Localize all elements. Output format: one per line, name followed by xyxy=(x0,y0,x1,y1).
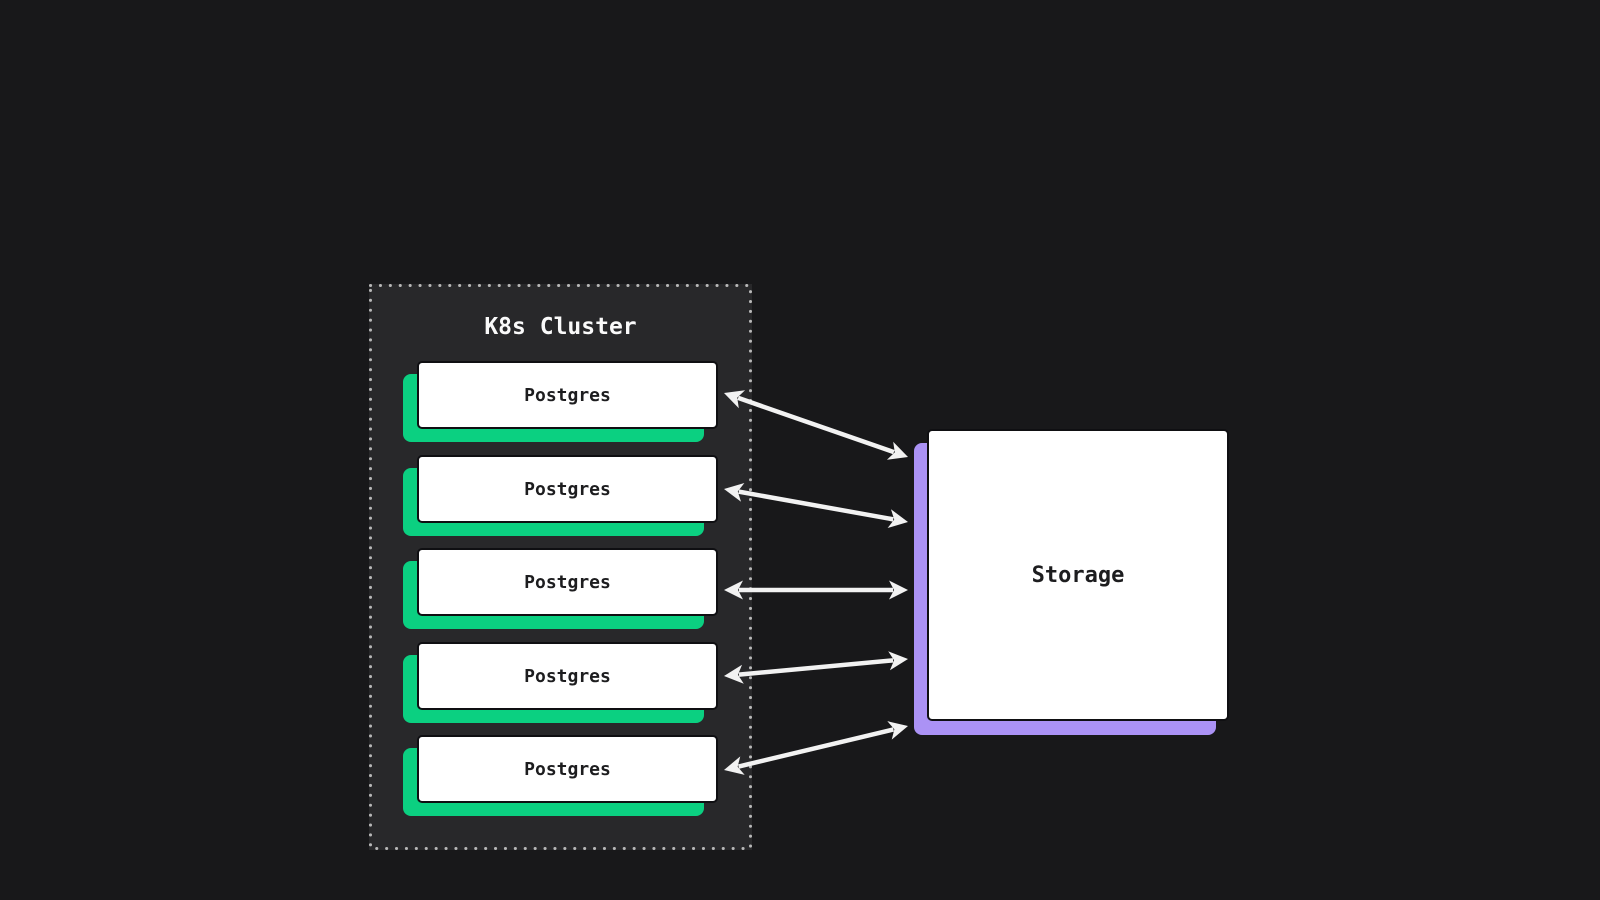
postgres-label: Postgres xyxy=(524,758,611,780)
postgres-node: Postgres xyxy=(403,548,718,629)
postgres-box: Postgres xyxy=(417,548,718,616)
postgres-label: Postgres xyxy=(524,665,611,687)
postgres-node: Postgres xyxy=(403,735,718,816)
cluster-dotted-border xyxy=(369,284,752,850)
cluster-title: K8s Cluster xyxy=(484,314,637,340)
k8s-cluster-container: K8s Cluster Postgres Postgres Postgres P… xyxy=(369,284,752,850)
postgres-node: Postgres xyxy=(403,361,718,442)
postgres-label: Postgres xyxy=(524,478,611,500)
storage-box: Storage xyxy=(927,429,1229,721)
storage-node: Storage xyxy=(914,429,1231,735)
storage-label: Storage xyxy=(1031,562,1125,588)
postgres-label: Postgres xyxy=(524,384,611,406)
postgres-label: Postgres xyxy=(524,571,611,593)
postgres-box: Postgres xyxy=(417,642,718,710)
postgres-node: Postgres xyxy=(403,455,718,536)
postgres-box: Postgres xyxy=(417,455,718,523)
postgres-box: Postgres xyxy=(417,735,718,803)
postgres-node: Postgres xyxy=(403,642,718,723)
postgres-box: Postgres xyxy=(417,361,718,429)
